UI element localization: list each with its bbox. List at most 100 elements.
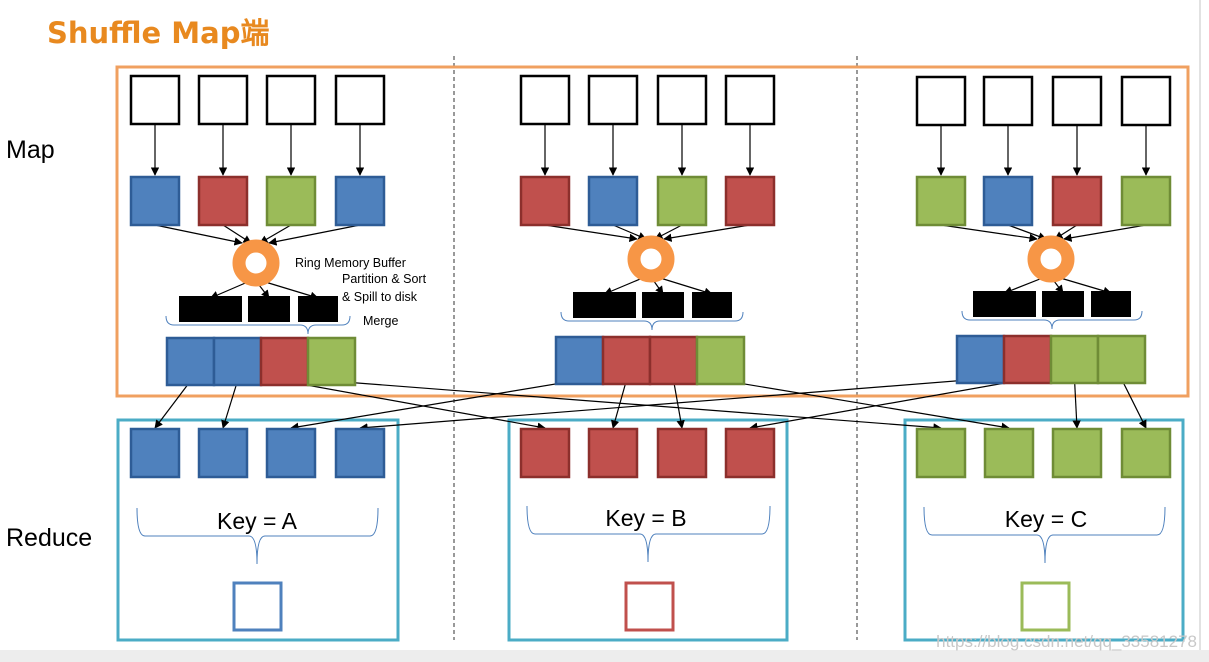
merge-brace [560,311,744,331]
partition-box-red [1051,175,1103,227]
merged-segment-green [1096,334,1147,385]
reducer-input-box-red [656,427,708,479]
flow-arrow [749,378,1028,431]
flow-arrow [1063,224,1147,242]
input-split-box [334,74,386,126]
flow-arrow [1054,224,1078,240]
spill-file [692,292,732,318]
input-split-box [1120,75,1172,127]
input-split-box [656,74,708,126]
reduce-box-b [507,418,789,642]
merged-segment-blue [955,334,1006,385]
partition-box-blue [129,175,181,227]
arrows-layer [150,124,1151,432]
flow-arrow [720,379,1010,431]
flow-arrow [544,224,638,243]
merge-brace [165,315,351,335]
ring-buffer-icon [232,239,280,287]
reduce-row-label: Reduce [6,524,92,552]
reducer-brace [136,507,379,565]
flow-arrow [221,380,239,429]
flow-arrow [1056,276,1112,295]
flow-arrow [284,380,546,431]
partition-box-red [724,175,776,227]
map-stage-box [115,65,1190,398]
flow-arrow [222,224,252,244]
partition-box-red [197,175,249,227]
merged-segment-red [601,335,652,386]
reducer-brace [923,506,1166,564]
flow-arrow [611,379,628,429]
reducer-input-box-red [724,427,776,479]
flow-arrow [209,280,251,299]
reducer-input-box-green [983,427,1035,479]
map-row-label: Map [6,136,55,164]
page-bottom-band [0,650,1209,662]
watermark: https://blog.csdn.net/qq_33581278 [936,632,1197,651]
reducer-output-box [624,581,675,632]
ring-buffer-icon [627,235,675,283]
reduce-box-a [116,418,400,642]
spill-file [973,291,1036,317]
flow-arrow [331,380,942,432]
input-split-box [197,74,249,126]
spill-file [642,292,684,318]
input-split-box [1051,75,1103,127]
ring-buffer-icon [1027,235,1075,283]
merge-label: Merge [363,314,398,328]
spill-file [1042,291,1084,317]
flow-arrow [1072,378,1081,429]
partition-box-blue [334,175,386,227]
reducer-input-box-green [1120,427,1172,479]
input-split-box [915,75,967,127]
merged-segment-red [648,335,699,386]
flow-arrow [663,224,751,242]
flow-arrow [654,224,683,240]
partition-box-blue [982,175,1034,227]
flow-arrow [612,224,647,240]
spill-to-disk-label: & Spill to disk [342,290,418,304]
merged-segment-red [1002,334,1053,385]
flow-arrow [1007,224,1047,241]
merged-segment-blue [554,335,605,386]
flow-arrow [1120,378,1147,429]
partition-sort-label: Partition & Sort [342,272,427,286]
flow-arrow [672,379,685,429]
merged-segment-green [1049,334,1100,385]
flow-arrow [940,224,1038,243]
flow-arrow [603,276,646,295]
merged-segment-green [306,336,357,387]
reducer-output-box [232,581,283,632]
reducer-input-box-blue [129,427,181,479]
reducer-input-box-blue [265,427,317,479]
reducer-input-box-blue [334,427,386,479]
input-split-box [265,74,317,126]
input-split-box [519,74,571,126]
partition-box-green [915,175,967,227]
reducer-input-box-red [519,427,571,479]
partition-box-green [656,175,708,227]
ring-buffer-label: Ring Memory Buffer [295,256,406,270]
flow-arrow [261,280,319,300]
spill-file [573,292,636,318]
flow-arrow [154,380,191,429]
partition-box-green [1120,175,1172,227]
flow-arrow [1003,276,1046,295]
merged-segment-blue [165,336,216,387]
input-split-box [982,75,1034,127]
reducer-output-box [1020,581,1071,632]
diagram-title: Shuffle Map端 [47,16,270,50]
reducer-input-box-blue [197,427,249,479]
flow-arrow [656,276,713,296]
input-split-box [587,74,639,126]
reducer-input-box-green [1051,427,1103,479]
reducer-key-label: Key = A [217,508,298,534]
spill-file [179,296,242,322]
merged-segment-green [695,335,746,386]
reduce-box-c [903,418,1185,642]
spill-file [248,296,290,322]
merged-segment-blue [212,336,263,387]
input-split-box [724,74,776,126]
flow-arrow [259,224,292,244]
reducer-key-label: Key = C [1005,506,1087,532]
